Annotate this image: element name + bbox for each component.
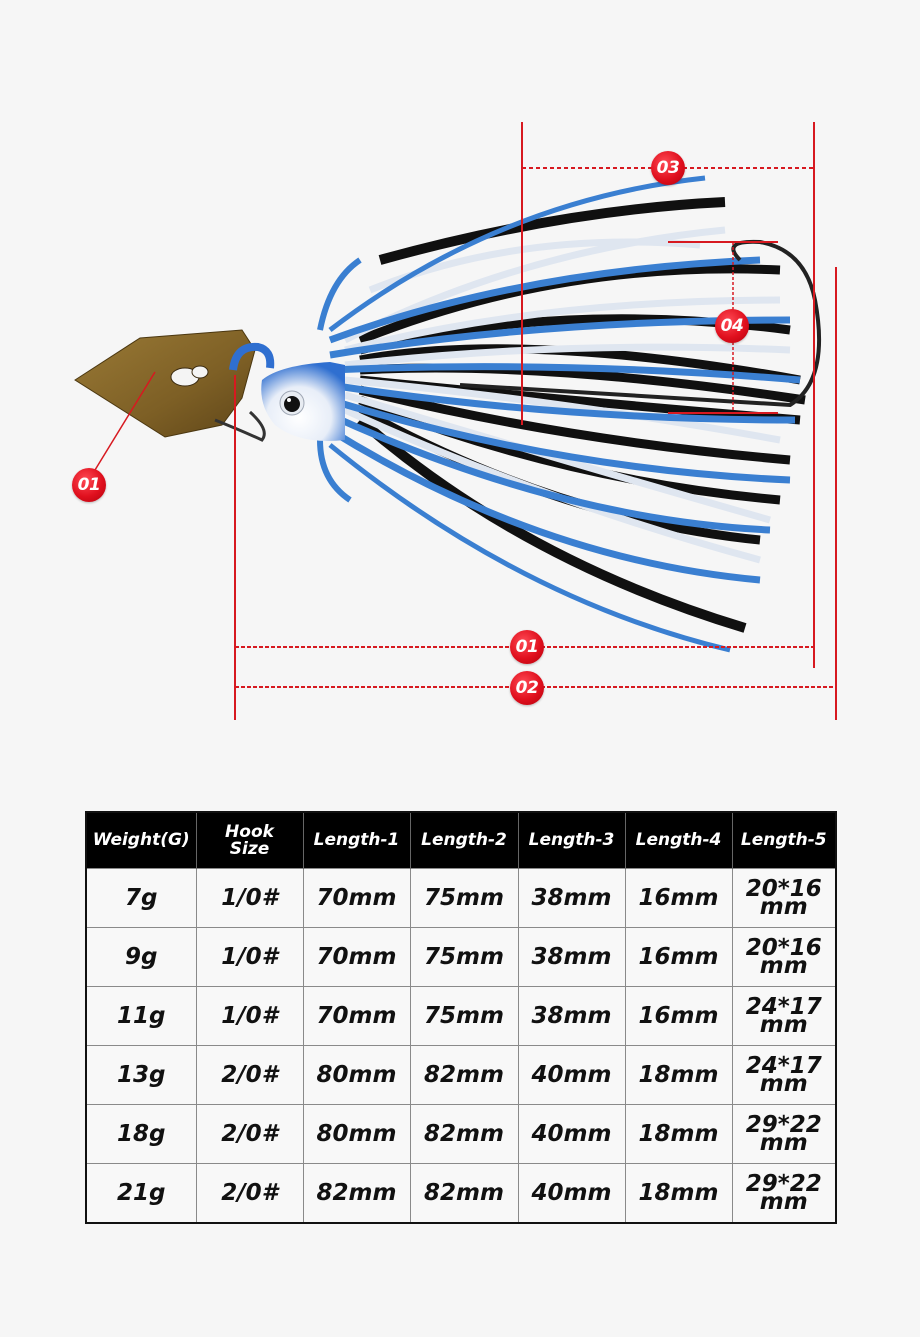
- cell-weight: 21g: [85, 1163, 197, 1224]
- header-hook-size-line2: Size: [229, 838, 270, 859]
- snap-clip: [214, 410, 266, 442]
- cell-length-5-unit: mm: [759, 1130, 808, 1156]
- cell-length-2: 82mm: [409, 1045, 519, 1105]
- cell-length-5-value: 24*17: [745, 1053, 822, 1079]
- cell-length-5-value: 24*17: [745, 994, 822, 1020]
- cell-length-5-unit: mm: [759, 953, 808, 979]
- spec-table: Weight(G) Hook Size Length-1 Length-2 Le…: [85, 811, 837, 1224]
- cell-length-1: 70mm: [302, 868, 411, 928]
- cell-length-5-value: 20*16: [745, 876, 822, 902]
- blade: [74, 329, 256, 438]
- cell-length-5-unit: mm: [759, 894, 808, 920]
- cell-length-4: 18mm: [624, 1045, 733, 1105]
- cell-length-3: 40mm: [517, 1104, 626, 1164]
- marker-length-2: 02: [510, 671, 544, 705]
- header-length-4: Length-4: [624, 812, 733, 869]
- header-hook-size: Hook Size: [195, 812, 304, 869]
- cell-length-4: 18mm: [624, 1104, 733, 1164]
- cell-length-3: 40mm: [517, 1045, 626, 1105]
- cell-weight: 11g: [85, 986, 197, 1046]
- cell-length-3: 38mm: [517, 927, 626, 987]
- cell-length-5-unit: mm: [759, 1012, 808, 1038]
- header-length-3: Length-3: [517, 812, 626, 869]
- lure-dimension-diagram: 01 01 02 03 04: [72, 122, 837, 720]
- cell-weight: 7g: [85, 868, 197, 928]
- cell-length-3: 40mm: [517, 1163, 626, 1224]
- cell-weight: 18g: [85, 1104, 197, 1164]
- line-tie: [229, 342, 275, 371]
- cell-length-3: 38mm: [517, 868, 626, 928]
- cell-length-2: 75mm: [409, 927, 519, 987]
- cell-length-2: 82mm: [409, 1163, 519, 1224]
- cell-length-2: 82mm: [409, 1104, 519, 1164]
- marker-length-4: 04: [715, 309, 749, 343]
- cell-length-5-value: 20*16: [745, 935, 822, 961]
- cell-length-2: 75mm: [409, 986, 519, 1046]
- marker-blade: 01: [72, 468, 106, 502]
- cell-length-1: 70mm: [302, 927, 411, 987]
- cell-length-5-value: 29*22: [745, 1112, 822, 1138]
- cell-length-1: 82mm: [302, 1163, 411, 1224]
- cell-length-4: 16mm: [624, 868, 733, 928]
- skirt-blue-strands: [317, 175, 801, 653]
- cell-length-4: 16mm: [624, 986, 733, 1046]
- cell-hook: 2/0#: [195, 1163, 304, 1224]
- cell-hook: 2/0#: [195, 1104, 304, 1164]
- cell-hook: 1/0#: [195, 986, 304, 1046]
- cell-length-1: 80mm: [302, 1045, 411, 1105]
- header-hook-size-line1: Hook: [225, 821, 274, 842]
- header-length-1: Length-1: [302, 812, 411, 869]
- cell-length-2: 75mm: [409, 868, 519, 928]
- header-weight: Weight(G): [85, 812, 197, 869]
- cell-hook: 2/0#: [195, 1045, 304, 1105]
- cell-length-5-unit: mm: [759, 1189, 808, 1215]
- marker-length-3: 03: [651, 151, 685, 185]
- cell-length-3: 38mm: [517, 986, 626, 1046]
- cell-weight: 9g: [85, 927, 197, 987]
- cell-length-4: 16mm: [624, 927, 733, 987]
- lure-illustration: [74, 122, 837, 720]
- cell-hook: 1/0#: [195, 927, 304, 987]
- cell-length-4: 18mm: [624, 1163, 733, 1224]
- cell-length-1: 80mm: [302, 1104, 411, 1164]
- cell-weight: 13g: [85, 1045, 197, 1105]
- cell-hook: 1/0#: [195, 868, 304, 928]
- header-length-5: Length-5: [731, 812, 837, 869]
- cell-length-5-value: 29*22: [745, 1171, 822, 1197]
- table-header-row: Weight(G) Hook Size Length-1 Length-2 Le…: [85, 812, 837, 869]
- marker-length-1: 01: [510, 630, 544, 664]
- header-length-2: Length-2: [409, 812, 519, 869]
- cell-length-1: 70mm: [302, 986, 411, 1046]
- cell-length-5-unit: mm: [759, 1071, 808, 1097]
